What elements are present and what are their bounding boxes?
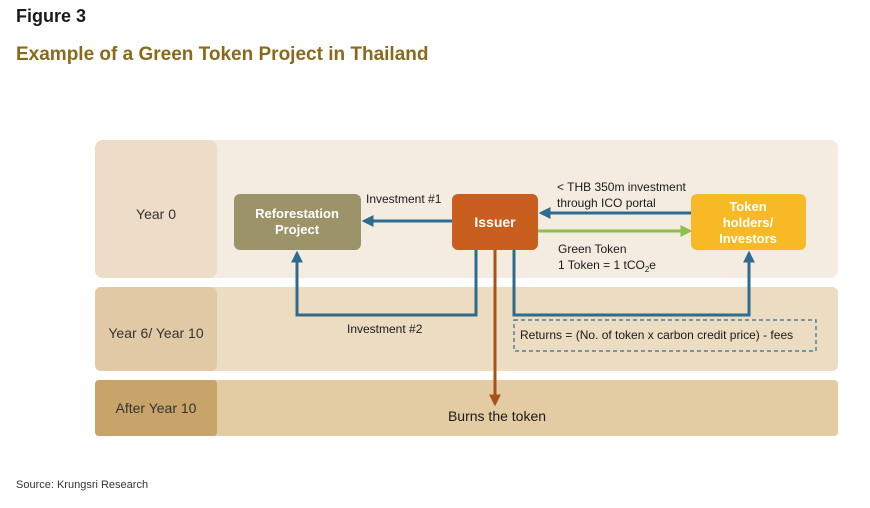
investment1-label: Investment #1 — [366, 192, 442, 206]
green-token-label: Green Token — [558, 242, 627, 256]
investment2-label: Investment #2 — [347, 322, 423, 336]
returns-label: Returns = (No. of token x carbon credit … — [520, 328, 793, 342]
returns-arrow — [512, 250, 755, 317]
row-after-label: After Year 10 — [116, 400, 197, 416]
token-ratio-label: 1 Token = 1 tCO2e — [558, 258, 656, 274]
ico-label-line1: < THB 350m investment — [557, 180, 687, 194]
token-ratio-prefix: 1 Token = 1 tCO — [558, 258, 645, 272]
token-ratio-sub: 2 — [645, 265, 650, 274]
holders-node-label-line1: Token — [729, 199, 766, 214]
ico-label-line2: through ICO portal — [557, 196, 656, 210]
issuer-node-label: Issuer — [474, 214, 516, 230]
source-note: Source: Krungsri Research — [16, 479, 149, 491]
holders-node-label-line3: Investors — [719, 231, 777, 246]
reforestation-project-node — [234, 194, 361, 250]
token-ratio-suffix: e — [649, 258, 656, 272]
issuer-node — [452, 194, 538, 250]
token-holders-node — [691, 194, 806, 250]
row-year0-label-cell — [95, 140, 217, 278]
row-year6-label: Year 6/ Year 10 — [108, 325, 203, 341]
holders-node-label-line2: holders/ — [723, 215, 774, 230]
figure-label: Figure 3 — [16, 6, 87, 26]
row-year0-label: Year 0 — [136, 206, 176, 222]
burns-token-label: Burns the token — [448, 408, 546, 424]
row-year6-band — [95, 287, 838, 371]
row-after-label-cell — [95, 380, 217, 436]
reforestation-node-label-line1: Reforestation — [255, 206, 339, 221]
investment2-arrow — [291, 250, 478, 317]
reforestation-node-label-line2: Project — [275, 222, 320, 237]
returns-box — [513, 319, 817, 352]
figure-title: Example of a Green Token Project in Thai… — [16, 44, 429, 65]
row-after-band — [95, 380, 838, 436]
row-year6-label-cell — [95, 287, 217, 371]
